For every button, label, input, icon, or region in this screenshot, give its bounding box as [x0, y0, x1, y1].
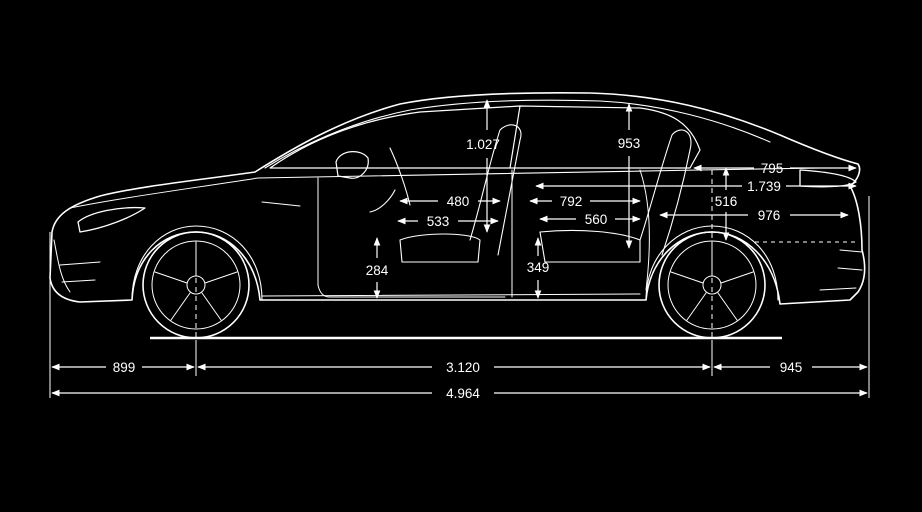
label-516: 516	[715, 194, 738, 209]
hood-line	[69, 177, 259, 209]
label-front-headroom: 1.027	[466, 137, 500, 152]
label-rear-headroom: 953	[618, 136, 641, 151]
tail-light	[799, 169, 857, 188]
roof-line	[264, 99, 771, 169]
front-wheel	[131, 225, 263, 339]
label-560: 560	[585, 212, 608, 227]
label-533: 533	[427, 214, 450, 229]
front-door-line	[317, 177, 506, 298]
label-rear-seat-height: 349	[527, 260, 550, 275]
label-976: 976	[758, 208, 781, 223]
rear-door-line	[511, 169, 650, 298]
b-pillar	[509, 105, 521, 169]
dimension-labels: 899 3.120 945 4.964 1.027 953 795 1.739 …	[113, 136, 803, 401]
label-rear-overhang: 945	[780, 360, 803, 375]
headlight	[77, 206, 146, 233]
label-front-seat-height: 284	[366, 263, 389, 278]
front-seat	[399, 124, 522, 263]
rear-bumper	[819, 249, 863, 291]
door-handle	[261, 201, 301, 207]
side-mirror	[335, 151, 369, 179]
label-795: 795	[761, 161, 784, 176]
label-792: 792	[560, 194, 583, 209]
label-wheelbase: 3.120	[446, 360, 480, 375]
label-front-overhang: 899	[113, 360, 136, 375]
window-frame	[269, 105, 701, 169]
side-sill	[261, 293, 641, 297]
steering-wheel	[369, 147, 411, 213]
extension-lines	[49, 170, 870, 398]
label-1739: 1.739	[747, 179, 781, 194]
rear-seat	[539, 129, 692, 263]
front-bumper	[53, 239, 101, 293]
label-480: 480	[447, 194, 470, 209]
dimension-lines	[51, 99, 868, 397]
label-overall-length: 4.964	[446, 386, 480, 401]
body-silhouette	[49, 91, 866, 305]
